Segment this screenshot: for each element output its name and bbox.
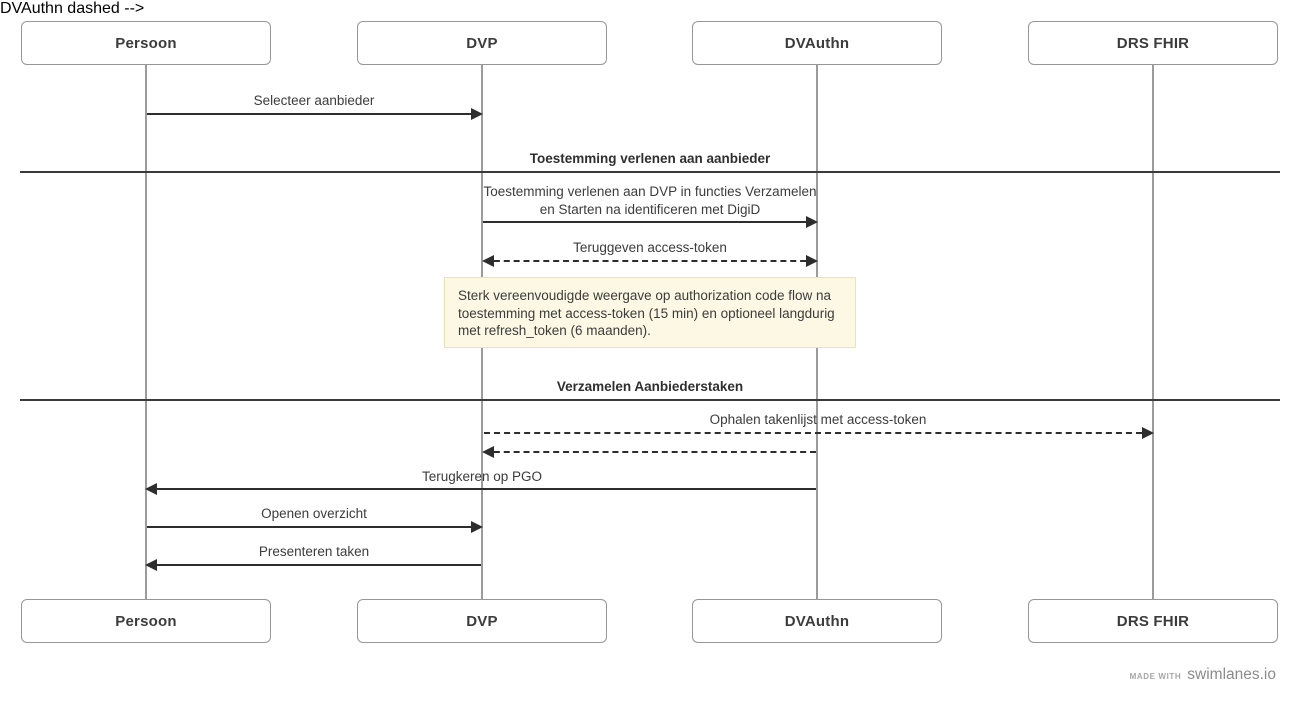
arrowhead-left-icon (482, 446, 494, 458)
message-label: Teruggeven access-token (573, 240, 727, 255)
actor-label: DVAuthn (784, 612, 850, 630)
arrowhead-right-icon (1142, 427, 1154, 439)
arrowhead-right-icon (806, 255, 818, 267)
lifeline-drs-fhir (1152, 65, 1154, 599)
actor-box-dvp-top: DVP (357, 21, 607, 65)
arrow-shaft (147, 564, 481, 566)
actor-label: DVAuthn (784, 34, 850, 52)
actor-label: DRS FHIR (1116, 612, 1190, 630)
message-label: Terugkeren op PGO (421, 469, 543, 484)
message-label-line2: en Starten na identificeren met DigiD (539, 202, 761, 217)
arrow-shaft (147, 488, 816, 490)
section-divider-line (20, 171, 1280, 173)
arrow-shaft (483, 221, 816, 223)
actor-label: DRS FHIR (1116, 34, 1190, 52)
actor-box-dvauthn-top: DVAuthn (692, 21, 942, 65)
swimlanes-brand-link[interactable]: swimlanes.io (1187, 666, 1276, 683)
section-divider-line (20, 399, 1280, 401)
actor-label: DVP (466, 612, 498, 630)
arrowhead-left-icon (145, 483, 157, 495)
arrowhead-right-icon (471, 521, 483, 533)
footer: made with swimlanes.io (1130, 666, 1276, 684)
arrowhead-right-icon (471, 108, 483, 120)
arrowhead-right-icon (806, 216, 818, 228)
message-label-line1: Toestemming verlenen aan DVP in functies… (483, 184, 817, 199)
arrow-shaft (484, 432, 1152, 434)
actor-label: Persoon (115, 612, 177, 630)
arrow-shaft (484, 451, 816, 453)
actor-box-persoon-top: Persoon (21, 21, 271, 65)
note: Sterk vereenvoudigde weergave op authori… (444, 277, 856, 348)
actor-box-drs-fhir-top: DRS FHIR (1028, 21, 1278, 65)
arrowhead-left-icon (145, 559, 157, 571)
actor-box-dvauthn-bottom: DVAuthn (692, 599, 942, 643)
made-with-label: made with (1129, 672, 1182, 681)
section-title: Verzamelen Aanbiederstaken (556, 379, 744, 394)
message-label: Selecteer aanbieder (253, 93, 375, 108)
message-label: Ophalen takenlijst met access-token (709, 412, 927, 427)
message-label: Presenteren taken (258, 544, 370, 559)
lifeline-persoon (145, 65, 147, 599)
arrow-shaft (147, 526, 481, 528)
arrow-shaft (484, 260, 816, 262)
actor-label: DVP (466, 34, 498, 52)
actor-label: Persoon (115, 34, 177, 52)
actor-box-drs-fhir-bottom: DRS FHIR (1028, 599, 1278, 643)
arrowhead-left-icon (482, 255, 494, 267)
arrow-shaft (147, 113, 481, 115)
section-title: Toestemming verlenen aan aanbieder (529, 151, 771, 166)
actor-box-persoon-bottom: Persoon (21, 599, 271, 643)
actor-box-dvp-bottom: DVP (357, 599, 607, 643)
message-label: Openen overzicht (261, 506, 367, 521)
